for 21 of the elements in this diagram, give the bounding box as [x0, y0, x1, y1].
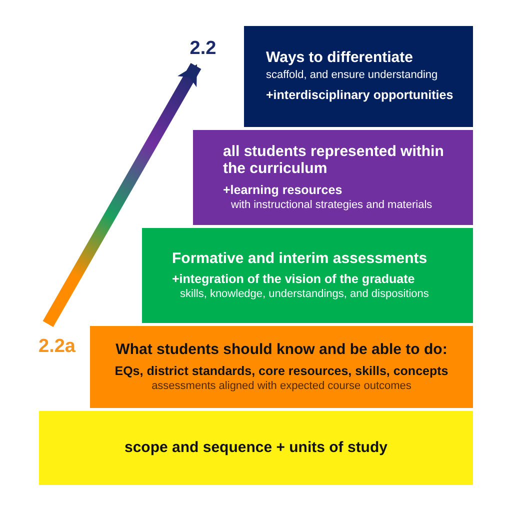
- step-number: 2.2a: [38, 336, 76, 358]
- step-heading: Formative and interim assessments: [172, 250, 428, 268]
- step-detail: with instructional strategies and materials: [230, 199, 434, 212]
- step-heading: scope and sequence + units of study: [124, 439, 388, 457]
- step-box: [39, 411, 473, 485]
- step-heading: all students represented within the curriculum: [223, 143, 445, 178]
- step-box: [90, 326, 473, 408]
- step-detail: skills, knowledge, understandings, and dispositions: [179, 288, 430, 302]
- step-box: [193, 130, 473, 225]
- step-addition: +learning resources: [223, 182, 344, 198]
- step-addition: EQs, district standards, core resources, skills, concepts: [114, 364, 450, 378]
- step-box: [244, 26, 473, 127]
- step-heading: What students should know and be able to do:: [114, 341, 448, 359]
- step-addition: +interdisciplinary opportunities: [266, 88, 454, 102]
- arrow: [42, 63, 202, 327]
- step-detail: scaffold, and ensure understanding: [266, 69, 439, 82]
- step-addition: +integration of the vision of the graduate: [172, 272, 416, 286]
- step-box: [142, 228, 473, 323]
- step-detail: assessments aligned with expected course outcomes: [150, 380, 412, 393]
- step-number: 2.2: [188, 38, 218, 60]
- step-heading: Ways to differentiate: [266, 48, 414, 66]
